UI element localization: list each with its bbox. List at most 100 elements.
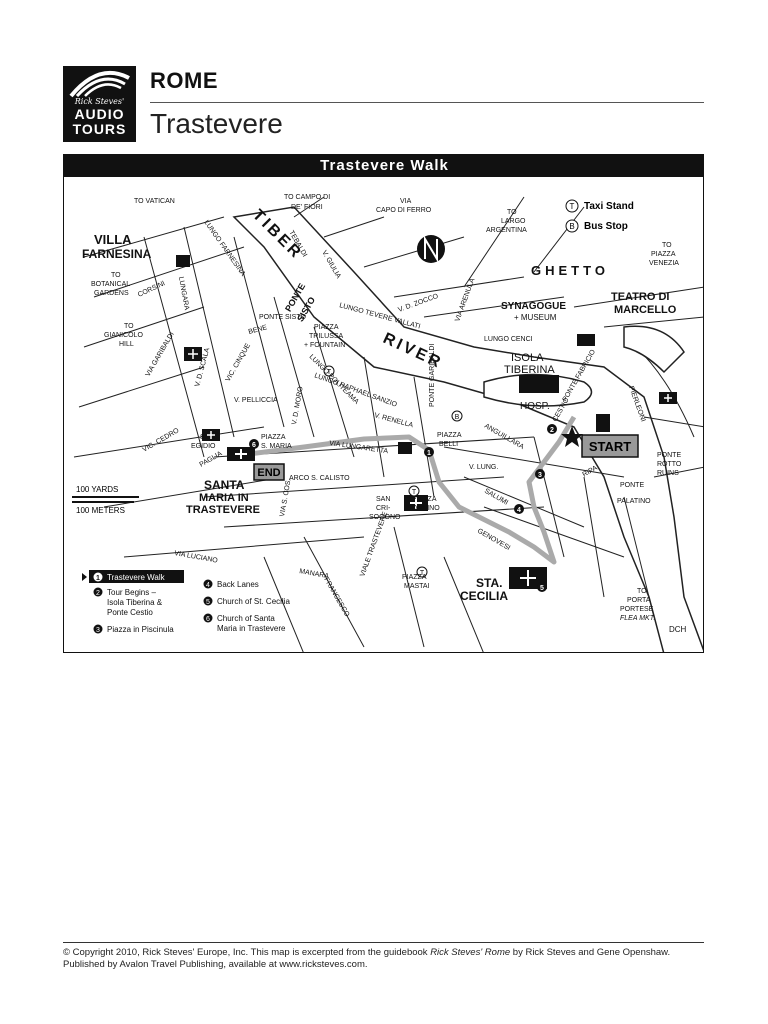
svg-text:6: 6 xyxy=(252,442,256,449)
svg-text:T: T xyxy=(420,570,425,577)
piazza-trilussa-label-3: + FOUNTAIN xyxy=(304,342,345,349)
villa-label-1: VILLA xyxy=(94,232,132,247)
guidebook-title: Rick Steves' Rome xyxy=(430,947,511,958)
church-piazza-belli xyxy=(398,442,412,454)
rick-steves-audio-tours-logo: Rick Steves' AUDIO TOURS xyxy=(63,66,136,142)
scale-bar: 100 YARDS 100 METERS xyxy=(72,485,139,515)
end-box xyxy=(253,463,285,481)
to-porta-label-3: PORTESE xyxy=(620,606,654,613)
logo-line-2: AUDIO xyxy=(74,106,125,122)
synagogue-label-2: + MUSEUM xyxy=(514,313,557,322)
san-crisogono-label-2: CRI- xyxy=(376,505,391,512)
piazza-sonnino-label-2: SONNINO xyxy=(407,505,440,512)
svg-text:T: T xyxy=(412,489,417,496)
to-gianicolo-label-3: HILL xyxy=(119,341,134,348)
v-pellicia-label: V. PELLICCIA xyxy=(234,397,278,404)
to-porta-label-2: PORTA xyxy=(627,597,651,604)
isola-label-1: ISOLA xyxy=(511,352,544,364)
trastevere-map: START END 2 3 4 5 6 1 B T T T T Ta xyxy=(72,194,703,652)
footer-divider xyxy=(63,942,704,943)
to-vatican-label: TO VATICAN xyxy=(134,198,175,205)
area-title: Trastevere xyxy=(150,108,283,139)
svg-text:2: 2 xyxy=(96,590,100,597)
end-label: END xyxy=(257,467,280,479)
santa-maria-label-3: TRASTEVERE xyxy=(186,504,260,516)
svg-text:T: T xyxy=(327,369,332,376)
svg-text:1: 1 xyxy=(96,575,100,582)
svg-text:5: 5 xyxy=(540,585,544,592)
to-botanical-label-1: TO xyxy=(111,272,121,279)
svg-text:2: 2 xyxy=(550,427,554,434)
via-capo-label-1: VIA xyxy=(400,198,412,205)
map-panel: Trastevere Walk xyxy=(63,154,704,653)
svg-text:4: 4 xyxy=(206,582,210,589)
scale-yards: 100 YARDS xyxy=(76,485,118,494)
piazza-smaria-label-1: PIAZZA xyxy=(261,434,286,441)
church-via-garibaldi xyxy=(184,347,202,361)
copyright-footer: © Copyright 2010, Rick Steves' Europe, I… xyxy=(63,947,671,970)
church-pierleoni xyxy=(659,392,677,404)
church-s-egidio xyxy=(202,429,220,441)
svg-text:3: 3 xyxy=(538,472,542,479)
lungara-label: LUNGARA xyxy=(177,276,190,311)
map-key: T Taxi Stand B Bus Stop xyxy=(565,199,634,233)
to-largo-label-2: LARGO xyxy=(501,218,526,225)
stops-legend: 1 Trastevere Walk 2 Tour Begins – Isola … xyxy=(82,570,290,634)
santa-maria-label-1: SANTA xyxy=(204,478,245,492)
arco-calisto-label: ARCO S. CALISTO xyxy=(289,475,350,482)
to-piazza-venezia-label-1: TO xyxy=(662,242,672,249)
teatro-label-1: TEATRO DI xyxy=(611,291,669,303)
ripa-label: RIPA xyxy=(582,465,599,479)
teatro-di-marcello xyxy=(623,325,685,374)
vic-moro-label: V. D. MORO xyxy=(291,386,305,426)
vic-cedro-label: VIC. CEDRO xyxy=(142,427,181,454)
s-egidio-label-2: EGIDIO xyxy=(191,443,216,450)
to-gianicolo-label-1: TO xyxy=(124,323,134,330)
v-renella-label: V. RENELLA xyxy=(373,412,414,429)
to-gianicolo-label-2: GIANICOLO xyxy=(104,332,143,339)
svg-text:3: 3 xyxy=(96,627,100,634)
piazza-sonnino-label-1: PIAZZA xyxy=(412,496,437,503)
tiber-river xyxy=(232,206,703,652)
logo-line-1: Rick Steves' xyxy=(74,97,125,106)
legend-stop-6-line-1: Church of Santa xyxy=(217,614,275,623)
ghetto-label: GHETTO xyxy=(531,263,609,278)
synagogue-building xyxy=(577,334,595,346)
svg-text:5: 5 xyxy=(206,599,210,606)
legend-stop-2-line-1: Tour Begins – xyxy=(107,588,156,597)
header-divider xyxy=(150,102,704,103)
website-link[interactable]: www.ricksteves.com xyxy=(279,959,365,970)
start-star-icon xyxy=(561,426,583,447)
s-egidio-label-1: S. xyxy=(200,434,207,441)
publisher-text: Published by Avalon Travel Publishing, a… xyxy=(63,959,280,970)
legend-stop-6-line-2: Maria in Trastevere xyxy=(217,624,286,633)
villa-label-2: FARNESINA xyxy=(82,247,152,261)
hosp-label: HOSP. xyxy=(520,401,550,412)
ponte-garibaldi-label: PONTE GARIBALDI xyxy=(429,344,436,407)
piazza-smaria-label-2: S. MARIA xyxy=(261,443,292,450)
key-bus-label: Bus Stop xyxy=(584,221,628,232)
church-sta-cecilia xyxy=(509,567,547,589)
svg-text:6: 6 xyxy=(206,616,210,623)
church-san-crisogono xyxy=(404,495,428,511)
sta-cecilia-label-1: STA. xyxy=(476,576,502,590)
copyright-text-1: © Copyright 2010, Rick Steves' Europe, I… xyxy=(63,947,431,958)
legend-stop-2-line-3: Ponte Cestio xyxy=(107,608,153,617)
logo-line-3: TOURS xyxy=(72,121,127,137)
map-title: Trastevere Walk xyxy=(64,155,703,177)
church-isola xyxy=(596,414,610,432)
scale-meters: 100 METERS xyxy=(76,506,125,515)
ponte-sisto-road-label: PONTE SISTO xyxy=(259,314,306,321)
to-largo-label-3: ARGENTINA xyxy=(486,227,527,234)
santa-maria-label-2: MARIA IN xyxy=(199,492,249,504)
piazza-trilussa-label-1: PIAZZA xyxy=(314,324,339,331)
to-botanical-label-2: BOTANICAL xyxy=(91,281,130,288)
via-garibaldi-label: VIA GARIBALDI xyxy=(145,331,176,378)
san-cosimato-label: VIA S. COS. xyxy=(279,478,293,517)
transit-markers: B T T T xyxy=(323,365,463,578)
street-grid xyxy=(73,196,703,652)
to-porta-label-1: TO xyxy=(637,588,647,595)
ponte-rotto-label-2: ROTTO xyxy=(657,461,682,468)
piazza-mastai-label-2: MASTAI xyxy=(404,583,430,590)
vic-cinque-label: VIC. CINQUE xyxy=(225,342,253,383)
